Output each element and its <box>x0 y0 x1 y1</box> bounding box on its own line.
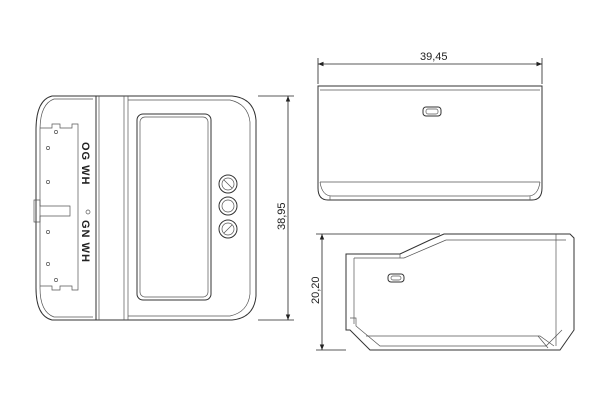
height-dimension-label: 38,95 <box>276 202 288 230</box>
top-view: 39,45 <box>317 51 543 201</box>
side-view: 20,20 <box>310 233 575 351</box>
terminal-label-lower: GN WH <box>79 220 91 263</box>
terminal-label-upper: OG WH <box>79 142 91 186</box>
width-dimension-label: 39,45 <box>420 51 448 63</box>
front-view: OG WH GN WH 38,95 <box>33 95 294 321</box>
button-bottom <box>218 219 238 239</box>
depth-dimension-label: 20,20 <box>310 276 322 304</box>
button-top <box>218 174 238 194</box>
button-middle <box>218 196 238 216</box>
